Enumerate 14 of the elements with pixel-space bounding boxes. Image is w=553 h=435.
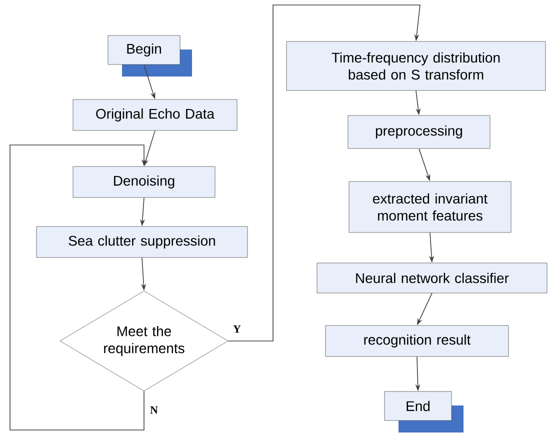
arrow: [10, 144, 147, 430]
process-box: preprocessing: [348, 115, 490, 149]
terminal-box: Begin: [108, 35, 192, 76]
process-box: Original Echo Data: [72, 99, 238, 131]
edge-label: Y: [232, 324, 242, 334]
process-box: Sea clutter suppression: [36, 226, 248, 258]
process-box: Denoising: [72, 166, 216, 198]
process-box: Time-frequency distribution based on S transform: [286, 41, 546, 91]
process-box: Neural network classifier: [316, 262, 548, 294]
process-box: extracted invariant moment features: [348, 181, 512, 233]
arrow: [228, 4, 420, 342]
process-box: recognition result: [325, 325, 509, 357]
edge-label: N: [149, 405, 159, 415]
terminal-box: End: [384, 391, 464, 432]
